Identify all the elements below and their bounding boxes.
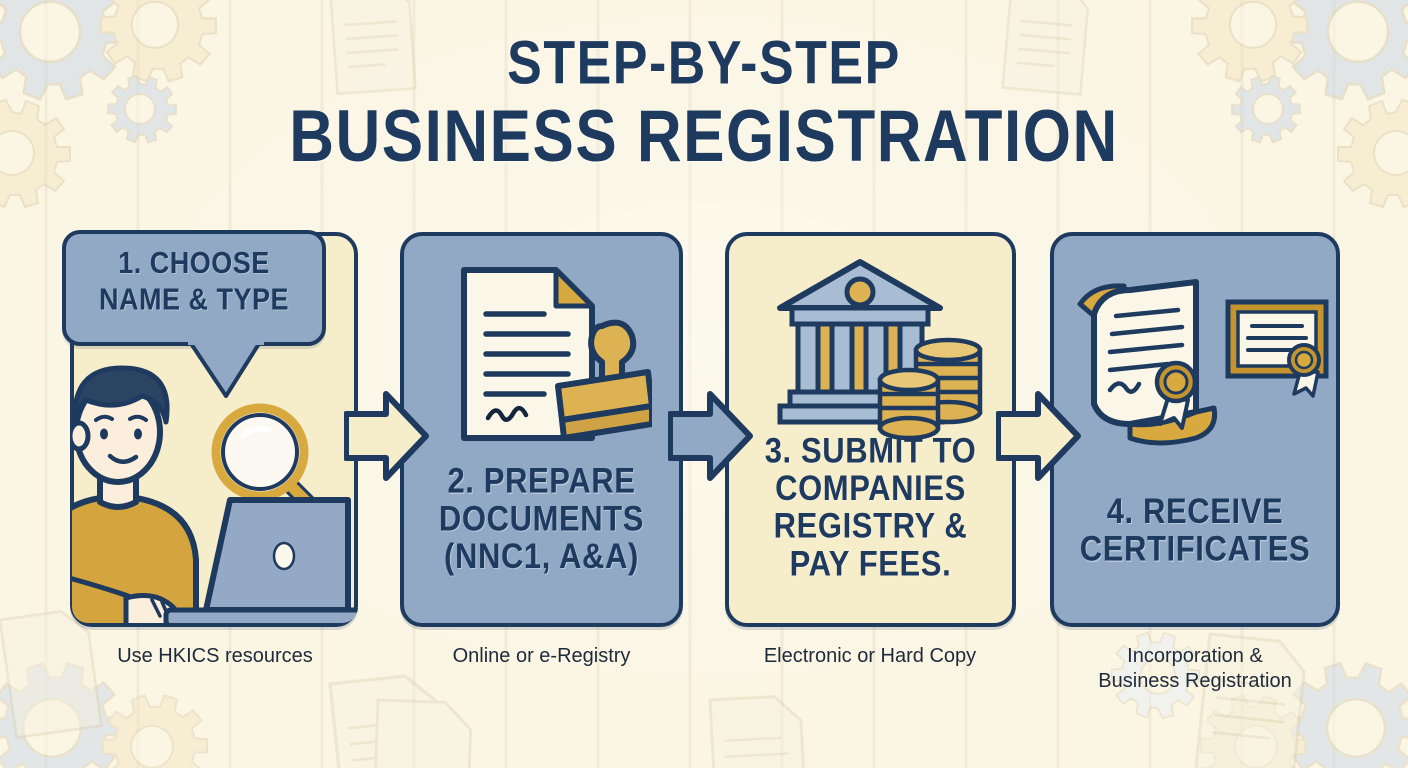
- step-1-caption-text: Use HKICS resources: [117, 645, 313, 667]
- laptop-icon: [163, 497, 358, 623]
- step-2-title-line-3: (NNC1, A&A): [444, 535, 639, 576]
- step-2-title-line-2: DOCUMENTS: [438, 498, 645, 539]
- person-illustration: [72, 365, 199, 623]
- step-1-speech-bubble[interactable]: 1. CHOOSE NAME & TYPE: [62, 230, 326, 346]
- stamp-icon: [555, 319, 652, 441]
- step-3-title-line-3: REGISTRY &: [773, 505, 968, 546]
- step-3-title-line-2: COMPANIES: [775, 467, 966, 508]
- page-title: STEP-BY-STEP BUSINESS REGISTRATION: [0, 29, 1408, 175]
- step-1-bubble-tail: [188, 338, 264, 398]
- certificate-scroll-icon: [1077, 279, 1218, 446]
- step-4-title: 4. RECEIVE CERTIFICATES: [1050, 491, 1340, 569]
- magnifier-icon: [211, 403, 326, 521]
- step-4-illustration: [1077, 279, 1329, 446]
- coin-stack-icon: [877, 337, 983, 441]
- step-3-title: 3. SUBMIT TO COMPANIES REGISTRY & PAY FE…: [725, 430, 1016, 583]
- step-3-caption-text: Electronic or Hard Copy: [763, 645, 977, 667]
- title-line-2: BUSINESS REGISTRATION: [289, 96, 1119, 179]
- connector-arrow-1-2: [344, 391, 429, 481]
- step-4-caption-line-1: Incorporation &: [1127, 645, 1263, 667]
- step-3-title-line-1: 3. SUBMIT TO: [764, 430, 977, 471]
- step-1-bubble-line-1: 1. CHOOSE: [118, 245, 270, 280]
- connector-arrow-3-4: [996, 391, 1081, 481]
- step-1-bubble-line-2: NAME & TYPE: [98, 281, 290, 317]
- step-4-title-line-1: 4. RECEIVE: [1106, 491, 1284, 532]
- step-1-caption: Use HKICS resources: [70, 644, 360, 669]
- step-4-title-line-2: CERTIFICATES: [1079, 528, 1311, 569]
- step-2-caption-text: Online or e-Registry: [452, 645, 631, 667]
- step-2-illustration: [461, 267, 652, 441]
- framed-certificate-icon: [1225, 299, 1329, 398]
- step-4-caption-line-2: Business Registration: [1098, 670, 1292, 692]
- step-3-illustration: [777, 259, 983, 441]
- step-3-caption: Electronic or Hard Copy: [720, 644, 1020, 669]
- step-4-caption: Incorporation & Business Registration: [1045, 644, 1345, 694]
- step-1-illustration: [72, 365, 358, 623]
- step-3-title-line-4: PAY FEES.: [789, 542, 952, 583]
- title-line-1: STEP-BY-STEP: [507, 29, 901, 98]
- step-2-caption: Online or e-Registry: [395, 644, 688, 669]
- connector-arrow-2-3: [668, 391, 753, 481]
- step-1-bubble-text: 1. CHOOSE NAME & TYPE: [72, 246, 316, 319]
- step-2-title: 2. PREPARE DOCUMENTS (NNC1, A&A): [400, 460, 683, 576]
- step-2-title-line-1: 2. PREPARE: [447, 460, 636, 501]
